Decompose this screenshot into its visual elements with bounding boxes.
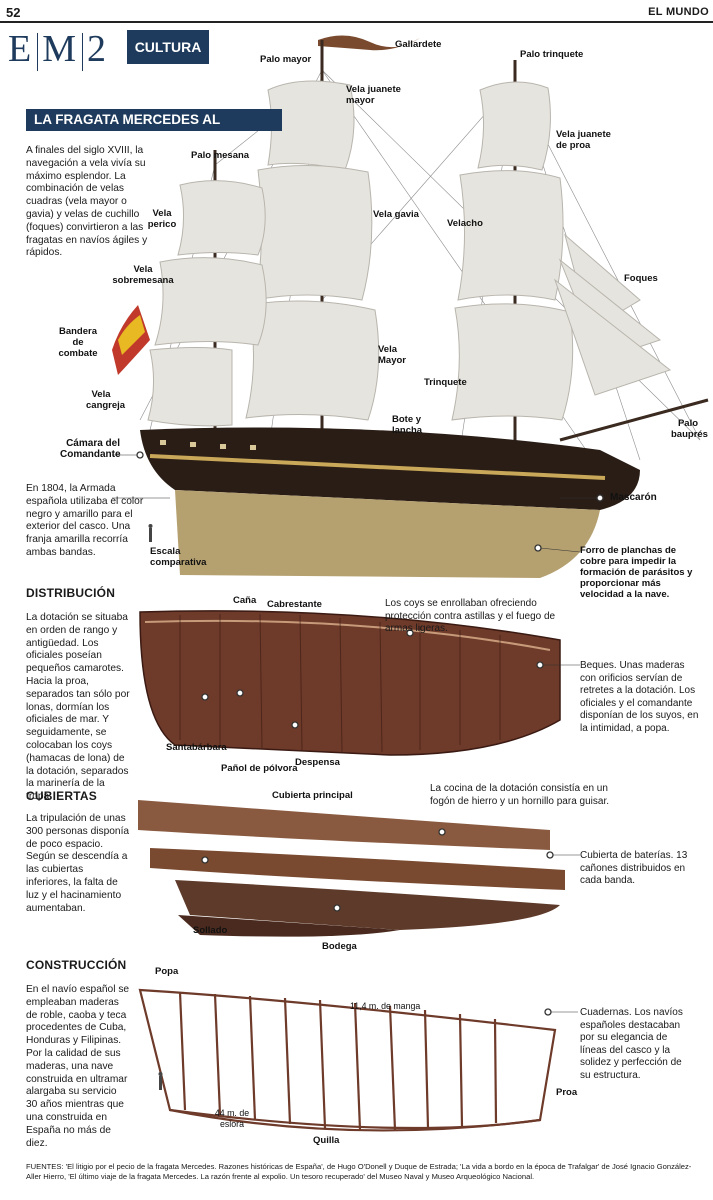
label-vela-perico: Vela perico bbox=[147, 208, 177, 230]
label-cana: Caña bbox=[233, 595, 257, 606]
label-palo-baupres: Palo bauprés bbox=[671, 418, 708, 440]
hull-note: En 1804, la Armada española utilizaba el… bbox=[26, 483, 144, 558]
label-despensa: Despensa bbox=[295, 757, 340, 768]
label-cubierta-principal: Cubierta principal bbox=[272, 790, 353, 801]
label-camara: Cámara del Comandante bbox=[60, 438, 121, 460]
label-palo-mayor: Palo mayor bbox=[260, 54, 312, 65]
label-popa: Popa bbox=[155, 966, 179, 977]
label-foques: Foques bbox=[624, 273, 658, 284]
label-baterias: Cubierta de baterías. 13 cañones distrib… bbox=[580, 850, 688, 886]
label-palo-mesana: Palo mesana bbox=[191, 150, 250, 161]
label-velacho: Velacho bbox=[447, 218, 483, 229]
page-number: 52 bbox=[6, 5, 21, 20]
label-palo-trinquete: Palo trinquete bbox=[520, 49, 584, 60]
label-cabrestante: Cabrestante bbox=[267, 599, 322, 610]
label-forro: Forro de planchas de cobre para impedir … bbox=[580, 545, 693, 600]
sources-footnote: FUENTES: 'El litigio por el pecio de la … bbox=[26, 1162, 692, 1181]
label-bandera: Bandera de combate bbox=[58, 326, 98, 359]
main-title: LA FRAGATA MERCEDES AL DETALLE bbox=[26, 109, 282, 149]
label-bodega: Bodega bbox=[322, 941, 357, 952]
label-panol: Pañol de pólvora bbox=[221, 763, 298, 774]
label-cuadernas: Cuadernas. Los navíos españoles destacab… bbox=[580, 1007, 683, 1081]
text-cubiertas: La tripulación de unas 300 personas disp… bbox=[26, 813, 130, 914]
heading-cubiertas: CUBIERTAS bbox=[26, 789, 97, 803]
label-trinquete: Trinquete bbox=[424, 377, 467, 388]
section-tag: CULTURA bbox=[127, 30, 209, 64]
label-proa: Proa bbox=[556, 1087, 578, 1098]
label-quilla: Quilla bbox=[313, 1135, 340, 1146]
label-gallardete: Gallardete bbox=[395, 39, 442, 50]
label-vela-juanete-mayor: Vela juanete mayor bbox=[346, 84, 401, 106]
label-vela-sobremesana: Vela sobremesana bbox=[112, 264, 174, 286]
label-vela-cangreja: Vela cangreja bbox=[86, 389, 126, 411]
newspaper-brand: EL MUNDO bbox=[648, 6, 709, 18]
label-santabarbara: Santabárbara bbox=[166, 742, 227, 753]
label-eslora: 44 m. de eslora bbox=[214, 1108, 250, 1129]
ship-illustrations bbox=[112, 35, 709, 1132]
header-rule bbox=[0, 21, 713, 23]
text-construccion: En el navío español se empleaban maderas… bbox=[26, 984, 130, 1149]
intro-text: A finales del siglo XVIII, la navegación… bbox=[26, 145, 148, 259]
label-mascaron: Mascarón bbox=[610, 492, 657, 503]
label-cocina: La cocina de la dotación consistía en un… bbox=[430, 783, 610, 807]
heading-construccion: CONSTRUCCIÓN bbox=[26, 958, 127, 972]
label-sollado: Sollado bbox=[193, 925, 228, 936]
label-vela-gavia: Vela gavia bbox=[373, 209, 419, 220]
label-bote: Bote y lancha bbox=[392, 414, 423, 436]
label-coys: Los coys se enrollaban ofreciendo protec… bbox=[385, 598, 556, 634]
heading-distribucion: DISTRIBUCIÓN bbox=[26, 586, 116, 600]
label-escala: Escala comparativa bbox=[150, 546, 207, 568]
text-distribucion: La dotación se situaba en orden de rango… bbox=[26, 612, 130, 803]
label-vela-mayor: Vela Mayor bbox=[378, 344, 406, 366]
label-beques: Beques. Unas maderas con orificios serví… bbox=[580, 660, 699, 734]
label-vela-juanete-proa: Vela juanete de proa bbox=[556, 129, 611, 151]
label-manga: 11,4 m. de manga bbox=[350, 1001, 421, 1011]
